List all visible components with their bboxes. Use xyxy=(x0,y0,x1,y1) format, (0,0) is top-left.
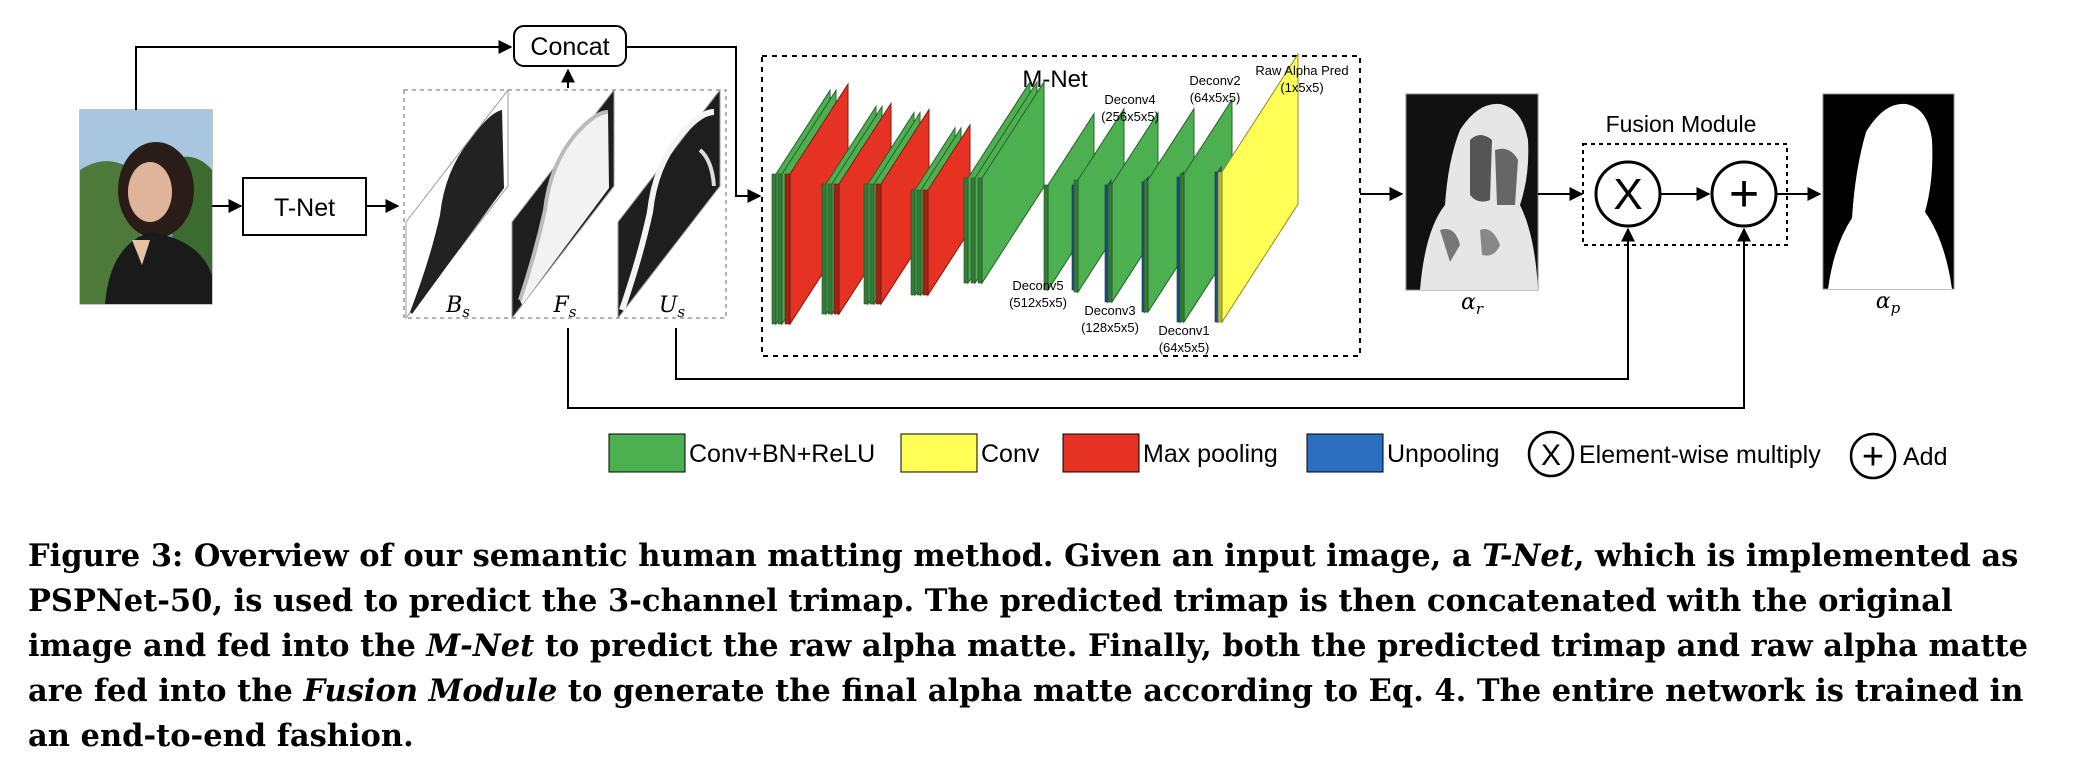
us-label: U xyxy=(659,293,679,318)
svg-text:Bs: Bs xyxy=(445,293,470,321)
mnet-block: M-Net Deconv5 (512x5x5) Deconv4 (256x5x5… xyxy=(761,52,1361,357)
architecture-diagram: T-Net Concat Bs Fs Us M-Net xyxy=(79,25,1955,480)
legend-label-add: Add xyxy=(1903,443,1947,471)
legend-swatch-conv xyxy=(900,433,978,473)
deconv3-shape: (128x5x5) xyxy=(1081,320,1139,335)
conv-bn-relu-layer-edge xyxy=(821,183,827,315)
max-pooling-layer-edge xyxy=(922,189,929,296)
caption-part-2: , which is implemented as PSPNet-50, is … xyxy=(28,538,2019,664)
input-image xyxy=(79,109,213,305)
deconv4-shape: (256x5x5) xyxy=(1101,109,1159,124)
alpha-r-subscript: r xyxy=(1476,300,1484,318)
conv-bn-relu-layer-edge xyxy=(977,177,983,284)
mnet-layers xyxy=(771,52,1299,326)
legend-label-conv-bn-relu: Conv+BN+ReLU xyxy=(689,440,875,468)
arrow-fs-to-add xyxy=(567,227,1751,409)
conv-bn-relu-layer-edge xyxy=(1043,184,1049,291)
concat-label: Concat xyxy=(530,33,609,61)
unpooling-layer-edge xyxy=(1176,176,1181,323)
deconv4-label: Deconv4 xyxy=(1104,92,1155,107)
final-alpha-matte: αp xyxy=(1822,93,1955,317)
concat-block: Concat xyxy=(513,25,627,67)
bs-label: B xyxy=(445,293,462,318)
us-subscript: s xyxy=(677,303,685,321)
unpooling-layer-edge xyxy=(1214,171,1219,323)
legend-swatch-max-pooling xyxy=(1062,433,1140,473)
max-pooling-layer-edge xyxy=(833,183,840,315)
max-pooling-layer-edge xyxy=(875,183,882,305)
conv-bn-relu-layer-edge xyxy=(963,177,969,284)
conv-bn-relu-layer-edge xyxy=(771,173,777,325)
deconv5-label: Deconv5 xyxy=(1012,278,1063,293)
conv-bn-relu-layer-edge xyxy=(910,189,916,296)
deconv5-shape: (512x5x5) xyxy=(1009,295,1067,310)
conv-bn-relu-layer-edge xyxy=(970,177,976,284)
unpooling-layer-edge xyxy=(1104,184,1109,303)
svg-text:Fs: Fs xyxy=(553,293,577,321)
svg-text:Us: Us xyxy=(659,293,686,321)
arrow-image-to-concat xyxy=(135,40,513,110)
legend-multiply-symbol: X xyxy=(1541,439,1561,472)
legend-label-conv: Conv xyxy=(981,440,1040,468)
deconv2-shape: (64x5x5) xyxy=(1190,90,1241,105)
trimap-unknown-channel xyxy=(617,88,721,320)
deconv2-label: Deconv2 xyxy=(1189,73,1240,88)
svg-text:αr: αr xyxy=(1461,290,1484,318)
legend-multiply-icon: X xyxy=(1527,430,1575,478)
alpha-p-label: α xyxy=(1876,289,1891,314)
trimap-stack: Bs Fs Us xyxy=(403,88,727,321)
legend-label-unpooling: Unpooling xyxy=(1387,440,1500,468)
conv-bn-relu-layer-edge xyxy=(777,173,783,325)
deconv3-label: Deconv3 xyxy=(1084,303,1135,318)
multiply-node: X xyxy=(1594,160,1662,228)
fs-label: F xyxy=(553,293,570,318)
add-node: + xyxy=(1710,160,1778,228)
legend: Conv+BN+ReLU Conv Max pooling Unpooling … xyxy=(608,430,1947,480)
fusion-label: Fusion Module xyxy=(1606,111,1757,137)
bs-subscript: s xyxy=(462,303,470,321)
multiply-symbol: X xyxy=(1613,170,1642,219)
legend-swatch-conv-bn-relu xyxy=(608,433,686,473)
legend-add-symbol: + xyxy=(1862,436,1884,478)
tnet-label: T-Net xyxy=(274,194,335,222)
caption-mnet: M-Net xyxy=(426,628,535,664)
legend-label-multiply: Element-wise multiply xyxy=(1579,441,1821,469)
conv-bn-relu-layer-edge xyxy=(1143,179,1149,313)
conv-bn-relu-layer-edge xyxy=(827,183,833,315)
deconv1-label: Deconv1 xyxy=(1158,323,1209,338)
conv-bn-relu-layer-edge xyxy=(1107,183,1113,303)
conv-bn-relu-layer-edge xyxy=(863,183,869,305)
caption-part-1: Figure 3: Overview of our semantic human… xyxy=(28,538,1483,574)
caption-part-3: to predict the raw alpha matte. Finally,… xyxy=(28,628,2029,709)
legend-label-max-pooling: Max pooling xyxy=(1143,440,1278,468)
deconv1-shape: (64x5x5) xyxy=(1159,340,1210,355)
alpha-p-subscript: p xyxy=(1891,299,1901,317)
fs-subscript: s xyxy=(569,303,577,321)
raw-alpha-label: Raw Alpha Pred xyxy=(1255,63,1348,78)
legend-swatch-unpooling xyxy=(1306,433,1384,473)
arrow-us-to-multiply xyxy=(675,227,1635,380)
raw-alpha-conv-layer-edge xyxy=(1217,171,1223,323)
conv-bn-relu-layer-edge xyxy=(1179,173,1185,323)
trimap-foreground-channel xyxy=(511,88,615,320)
caption-tnet: T-Net xyxy=(1482,538,1574,574)
arrow-concat-to-mnet xyxy=(626,46,762,203)
caption-fusion: Fusion Module xyxy=(303,673,558,709)
trimap-background-channel xyxy=(405,88,509,320)
conv-bn-relu-layer-edge xyxy=(1073,179,1079,293)
figure-caption: Figure 3: Overview of our semantic human… xyxy=(28,534,2058,759)
tnet-block: T-Net xyxy=(242,177,367,236)
raw-alpha-shape: (1x5x5) xyxy=(1280,80,1323,95)
max-pooling-layer-edge xyxy=(784,173,791,325)
svg-text:αp: αp xyxy=(1876,289,1901,317)
raw-alpha-matte: αr xyxy=(1405,93,1539,318)
conv-bn-relu-layer-edge xyxy=(869,183,875,305)
add-symbol: + xyxy=(1729,165,1759,223)
conv-bn-relu-layer-edge xyxy=(916,189,922,296)
legend-add-icon: + xyxy=(1849,432,1897,480)
alpha-r-label: α xyxy=(1461,290,1476,315)
fusion-module: Fusion Module X + xyxy=(1582,111,1788,246)
